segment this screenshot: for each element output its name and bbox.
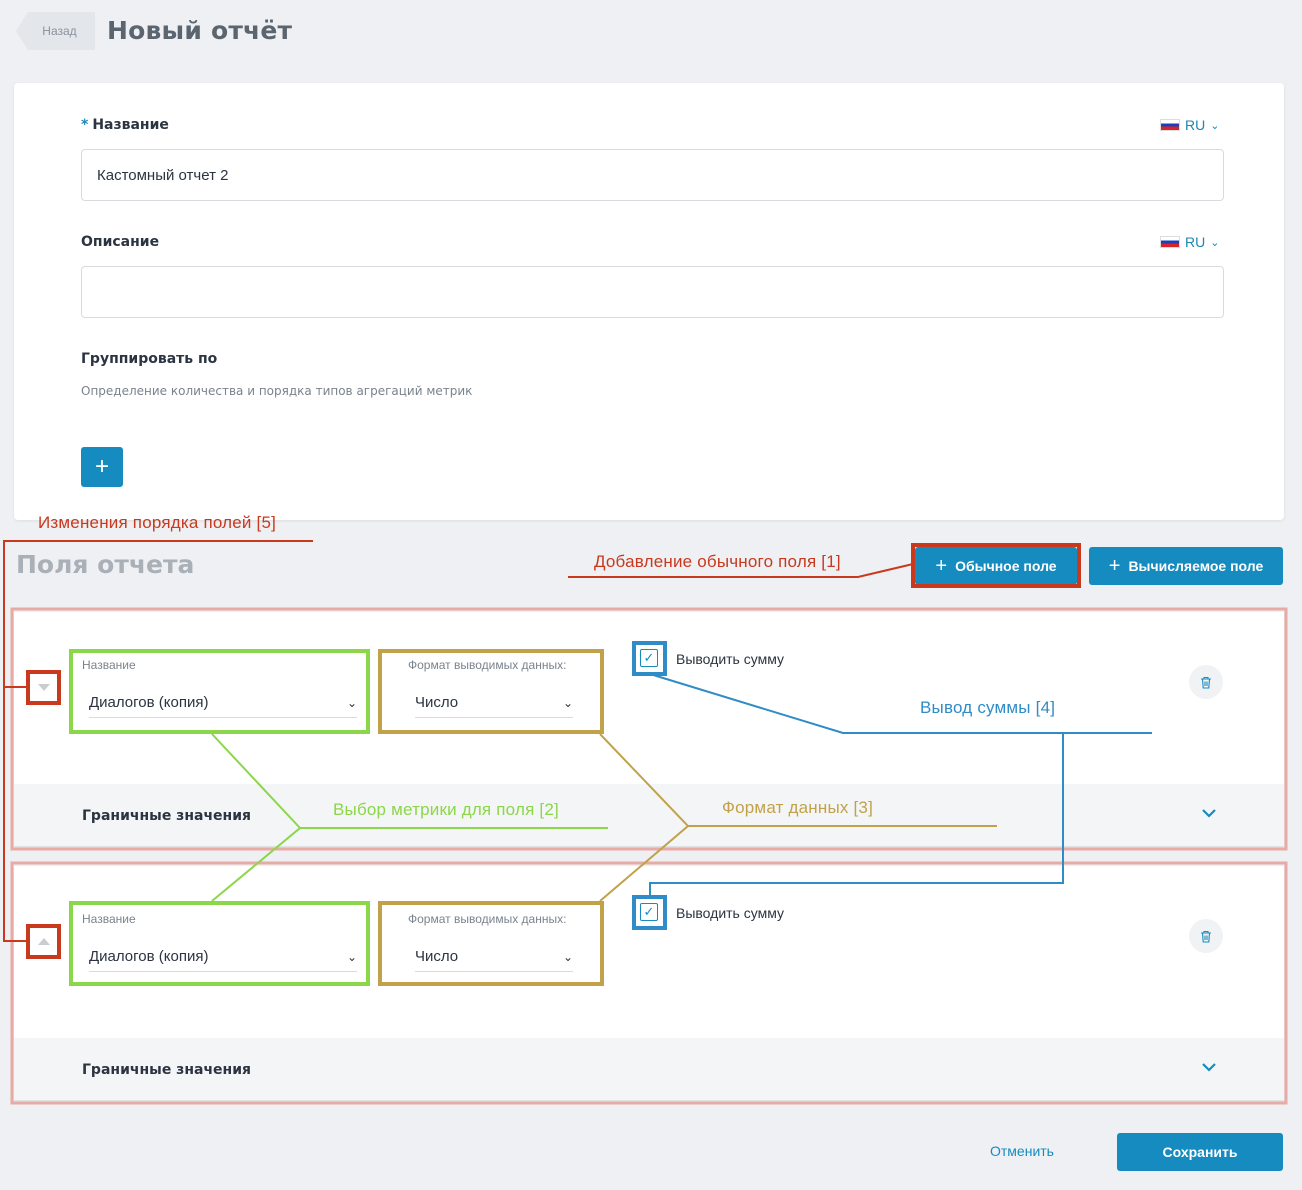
field-name-value: Диалогов (копия) [89, 694, 209, 711]
chevron-down-icon[interactable] [1202, 802, 1216, 823]
limits-label: Граничные значения [82, 808, 252, 824]
name-input[interactable]: Кастомный отчет 2 [81, 149, 1224, 201]
field-name-label: Название [82, 912, 136, 926]
page-title: Новый отчёт [107, 16, 293, 45]
name-language-selector[interactable]: RU ⌄ [1160, 117, 1219, 133]
sum-checkbox-label: Выводить сумму [676, 651, 784, 667]
description-input[interactable] [81, 266, 1224, 318]
chevron-down-icon: ⌄ [1210, 119, 1220, 132]
sum-checkbox[interactable]: ✓ [640, 649, 658, 667]
format-select[interactable]: Число ⌄ [415, 948, 573, 972]
chevron-down-icon[interactable] [1202, 1056, 1216, 1077]
add-computed-field-label: Вычисляемое поле [1128, 558, 1264, 574]
name-label: *Название [81, 117, 169, 133]
trash-icon [1201, 930, 1211, 943]
annotation-metric-choice: Выбор метрики для поля [2] [333, 800, 559, 819]
annotation-reorder: Изменения порядка полей [5] [38, 513, 277, 532]
format-select[interactable]: Число ⌄ [415, 694, 573, 718]
field-name-select[interactable]: Диалогов (копия) ⌄ [89, 694, 357, 718]
cancel-button[interactable]: Отменить [990, 1143, 1054, 1159]
checkmark-icon: ✓ [643, 904, 655, 919]
sum-checkbox[interactable]: ✓ [640, 903, 658, 921]
move-down-arrow[interactable] [37, 681, 51, 695]
description-label: Описание [81, 234, 160, 250]
description-language-selector[interactable]: RU ⌄ [1160, 234, 1219, 250]
limits-label: Граничные значения [82, 1062, 252, 1078]
chevron-down-icon: ⌄ [346, 949, 357, 964]
chevron-down-icon: ⌄ [1210, 236, 1220, 249]
add-group-button[interactable]: + [81, 447, 123, 487]
format-value: Число [415, 694, 459, 711]
limits-row[interactable]: Граничные значения [14, 1038, 1284, 1100]
field-name-select[interactable]: Диалогов (копия) ⌄ [89, 948, 357, 972]
lang-code: RU [1185, 234, 1206, 250]
triangle-down-icon [38, 684, 50, 691]
format-label: Формат выводимых данных: [408, 658, 567, 672]
fields-section-title: Поля отчета [16, 550, 195, 579]
plus-icon: + [935, 554, 948, 577]
annotation-add-regular: Добавление обычного поля [1] [594, 552, 841, 571]
add-regular-field-button[interactable]: + Обычное поле [915, 547, 1077, 585]
format-value: Число [415, 948, 459, 965]
limits-row[interactable]: Граничные значения [14, 784, 1284, 846]
add-regular-field-label: Обычное поле [955, 558, 1057, 574]
chevron-down-icon: ⌄ [562, 949, 573, 964]
trash-icon [1201, 676, 1211, 689]
move-up-arrow[interactable] [37, 935, 51, 949]
triangle-up-icon [38, 938, 50, 945]
report-form-card: *Название RU ⌄ Кастомный отчет 2 Описани… [14, 83, 1284, 520]
checkmark-icon: ✓ [643, 650, 655, 665]
delete-field-button[interactable] [1189, 665, 1223, 699]
delete-field-button[interactable] [1189, 919, 1223, 953]
save-button[interactable]: Сохранить [1117, 1133, 1283, 1171]
report-field-1: Название Диалогов (копия) ⌄ Формат вывод… [14, 612, 1284, 846]
group-by-label: Группировать по [81, 351, 218, 367]
required-mark: * [81, 117, 89, 133]
group-by-hint: Определение количества и порядка типов а… [81, 384, 473, 398]
chevron-down-icon: ⌄ [346, 695, 357, 710]
lang-code: RU [1185, 117, 1206, 133]
plus-icon: + [94, 453, 109, 480]
field-name-label: Название [82, 658, 136, 672]
report-field-2: Название Диалогов (копия) ⌄ Формат вывод… [14, 866, 1284, 1100]
flag-ru-icon [1160, 119, 1180, 131]
flag-ru-icon [1160, 236, 1180, 248]
name-label-text: Название [92, 117, 169, 133]
back-button[interactable]: Назад [16, 12, 95, 50]
annotation-data-format: Формат данных [3] [722, 798, 874, 817]
plus-icon: + [1108, 554, 1121, 577]
sum-checkbox-label: Выводить сумму [676, 905, 784, 921]
format-label: Формат выводимых данных: [408, 912, 567, 926]
field-name-value: Диалогов (копия) [89, 948, 209, 965]
add-computed-field-button[interactable]: + Вычисляемое поле [1089, 547, 1283, 585]
annotation-sum-output: Вывод суммы [4] [920, 698, 1056, 717]
chevron-down-icon: ⌄ [562, 695, 573, 710]
